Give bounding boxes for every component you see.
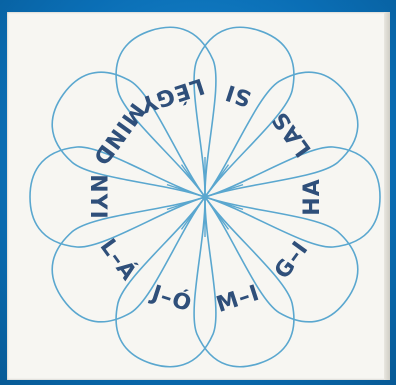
petal-outline: [30, 147, 205, 247]
flower-center: [202, 194, 208, 200]
petal-outline: [205, 147, 380, 247]
petal-label: J–Ó: [147, 279, 196, 317]
petal-label: M–I: [213, 281, 263, 318]
petal-label: HA: [300, 178, 325, 215]
petal-label: SI: [222, 79, 254, 111]
petal-label: NYI: [85, 174, 110, 220]
petal-label: LAS: [267, 106, 317, 161]
